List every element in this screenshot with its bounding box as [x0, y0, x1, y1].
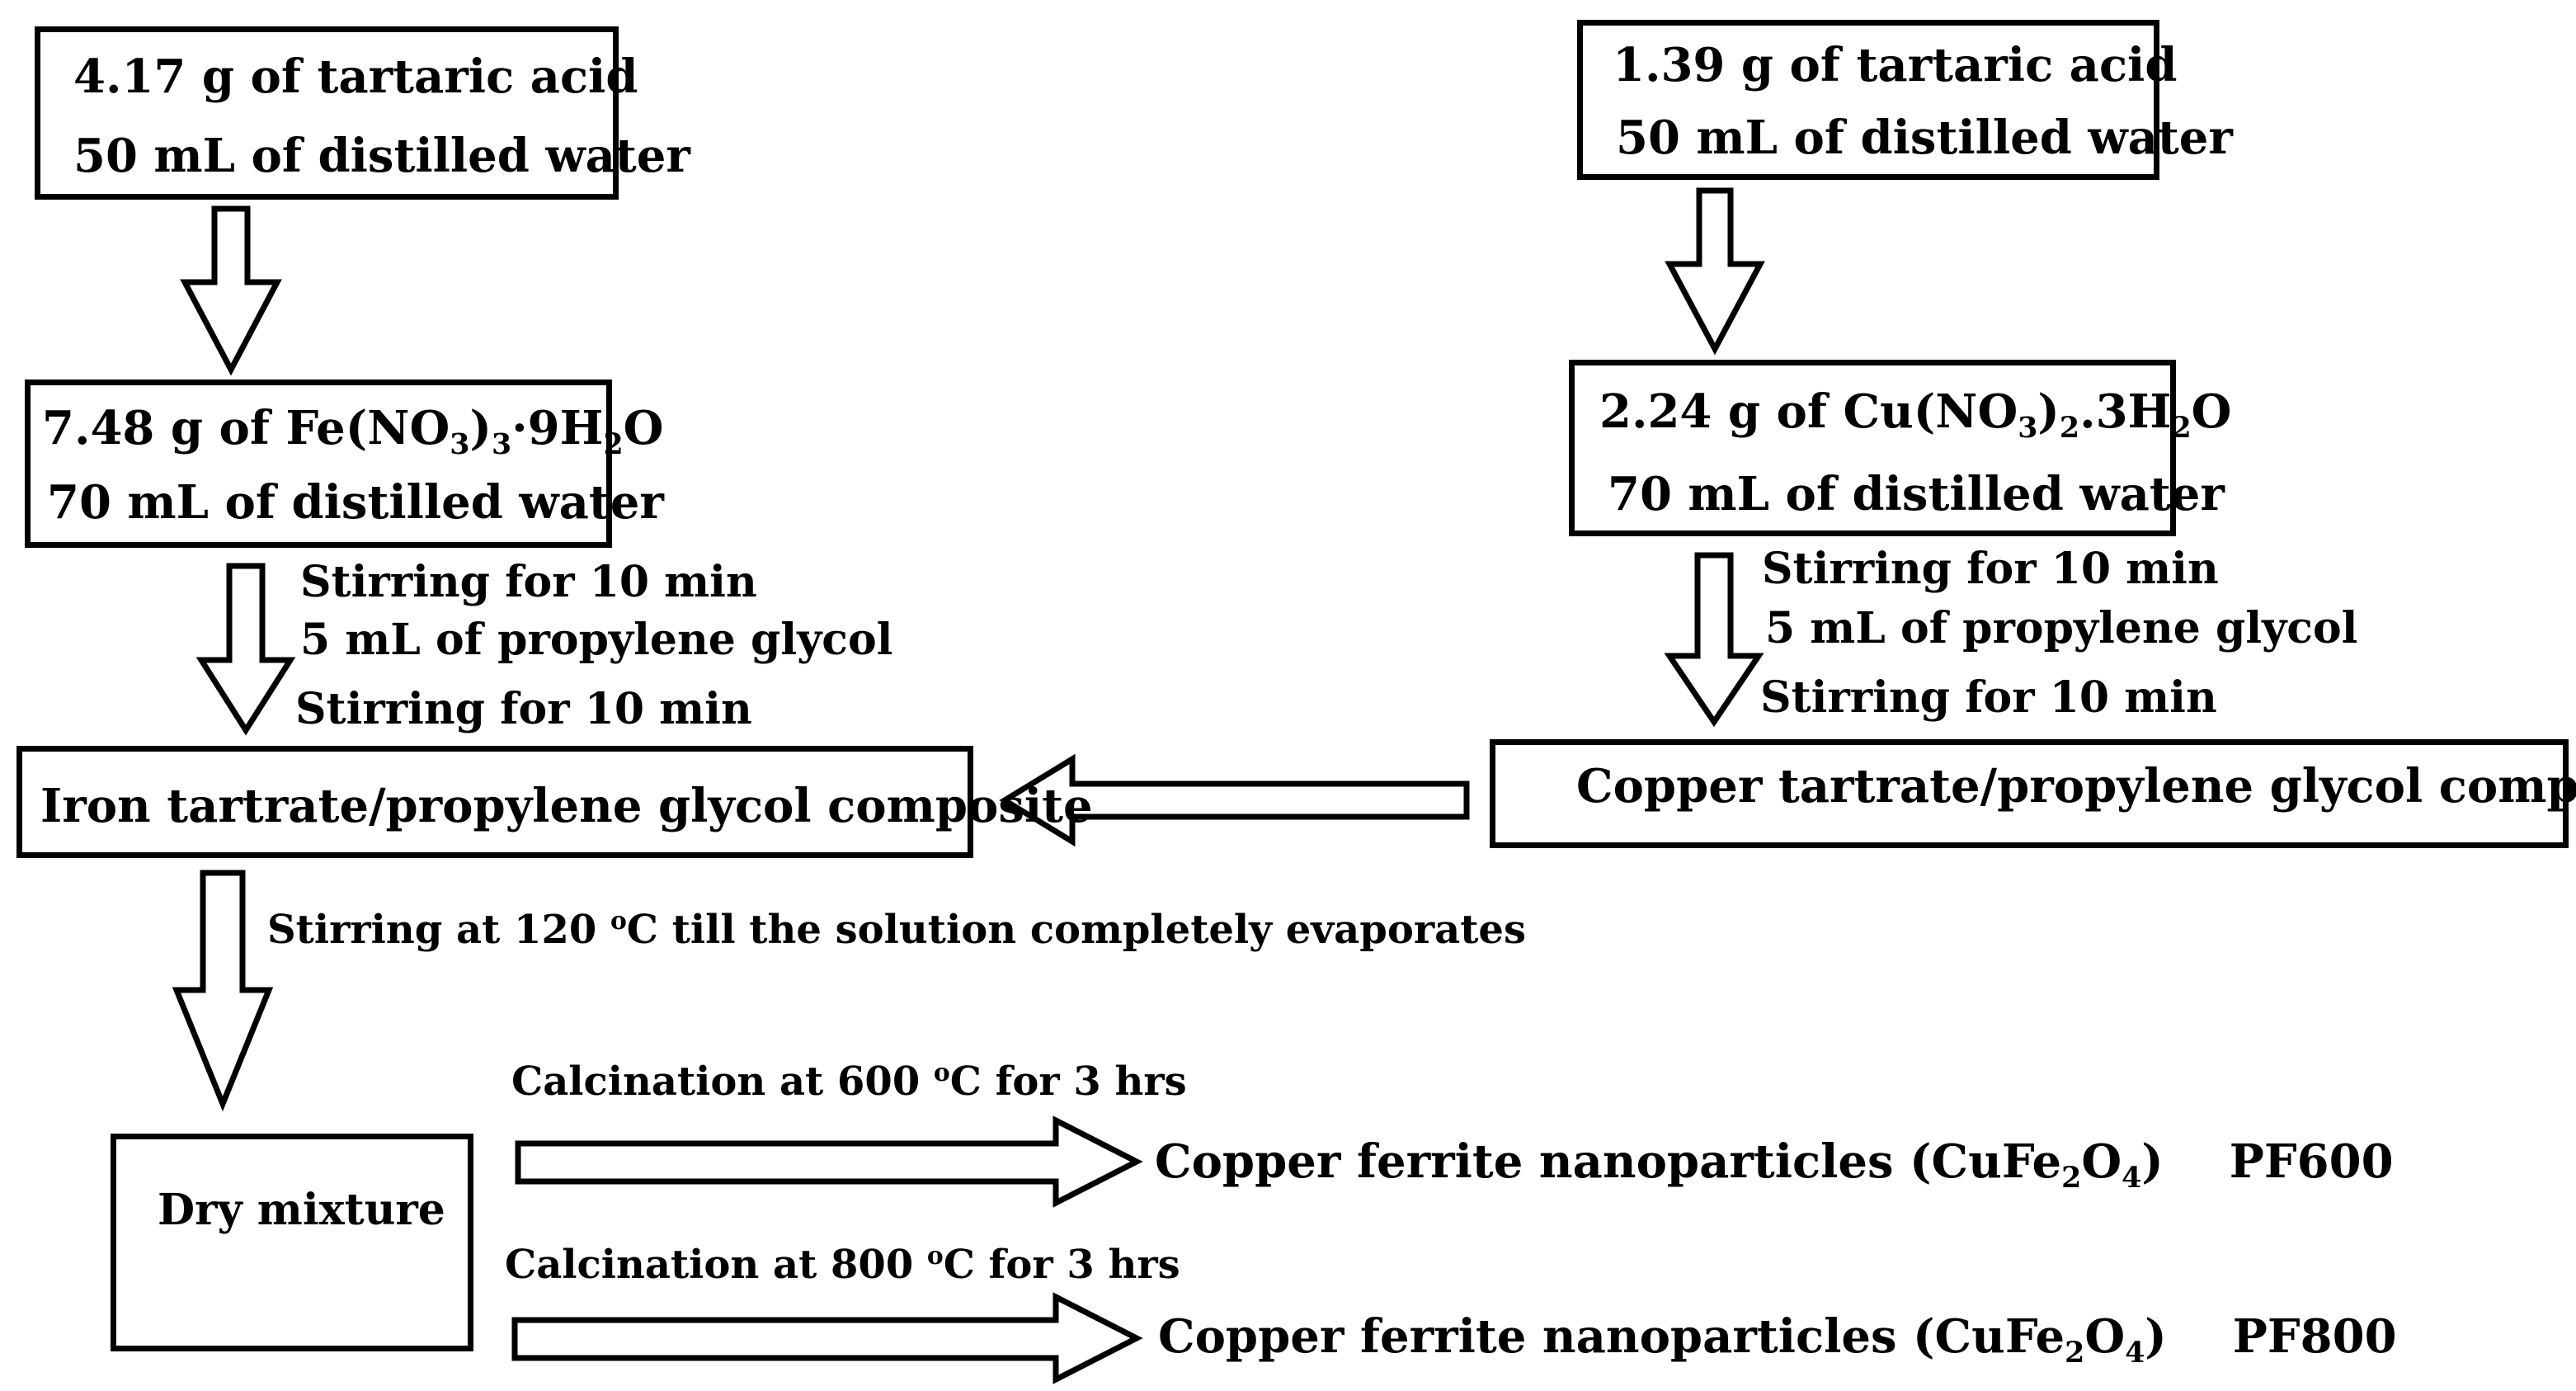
calcination-600-label: Calcination at 600 oC for 3 hrs [511, 1059, 1187, 1105]
arrow-left-composites [999, 753, 1470, 847]
left-box2-line2: 70 mL of distilled water [47, 475, 664, 530]
product-pf600: Copper ferrite nanoparticles (CuFe2O4)PF… [1155, 1134, 2394, 1195]
box-right-tartaric-acid: 1.39 g of tartaric acid 50 mL of distill… [1577, 20, 2233, 180]
box-copper-composite: Copper tartrate/propylene glycol composi… [1490, 739, 2576, 848]
iron-composite-label: Iron tartrate/propylene glycol composite [40, 779, 1093, 833]
left-step-2: 5 mL of propylene glycol [300, 615, 893, 665]
left-box2-line1: 7.48 g of Fe(NO3)3·9H2O [42, 401, 664, 462]
arrow-down-right-1 [1665, 187, 1765, 356]
dry-mixture-label: Dry mixture [158, 1185, 445, 1235]
evaporation-step: Stirring at 120 oC till the solution com… [267, 907, 1526, 953]
left-step-3: Stirring for 10 min [295, 684, 752, 734]
right-step-3: Stirring for 10 min [1760, 672, 2217, 723]
left-step-1: Stirring for 10 min [300, 557, 757, 607]
arrow-down-right-2 [1664, 552, 1764, 728]
calcination-800-label: Calcination at 800 oC for 3 hrs [505, 1242, 1180, 1288]
product-pf800: Copper ferrite nanoparticles (CuFe2O4)PF… [1158, 1309, 2397, 1370]
left-box1-line1: 4.17 g of tartaric acid [73, 50, 638, 104]
right-box2-line1: 2.24 g of Cu(NO3)2.3H2O [1599, 384, 2232, 446]
box-dry-mixture: Dry mixture [111, 1134, 473, 1351]
arrow-down-left-3 [172, 870, 274, 1112]
right-step-2: 5 mL of propylene glycol [1765, 603, 2358, 653]
code-pf800: PF800 [2232, 1309, 2397, 1364]
box-right-copper-nitrate: 2.24 g of Cu(NO3)2.3H2O 70 mL of distill… [1569, 360, 2231, 536]
box-iron-composite: Iron tartrate/propylene glycol composite [16, 746, 1093, 858]
right-box2-line2: 70 mL of distilled water [1608, 467, 2225, 521]
arrow-down-left-1 [180, 205, 282, 376]
right-box1-line1: 1.39 g of tartaric acid [1613, 38, 2178, 92]
right-step-1: Stirring for 10 min [1762, 544, 2219, 594]
left-box1-line2: 50 mL of distilled water [73, 129, 690, 183]
arrow-right-calcination-600 [515, 1115, 1143, 1208]
box-left-iron-nitrate: 7.48 g of Fe(NO3)3·9H2O 70 mL of distill… [25, 380, 664, 548]
box-left-tartaric-acid: 4.17 g of tartaric acid 50 mL of distill… [35, 26, 690, 200]
copper-composite-label: Copper tartrate/propylene glycol composi… [1576, 759, 2576, 813]
arrow-down-left-2 [195, 563, 296, 736]
arrow-right-calcination-800 [511, 1292, 1143, 1384]
right-box1-line2: 50 mL of distilled water [1616, 111, 2233, 165]
code-pf600: PF600 [2229, 1134, 2394, 1189]
